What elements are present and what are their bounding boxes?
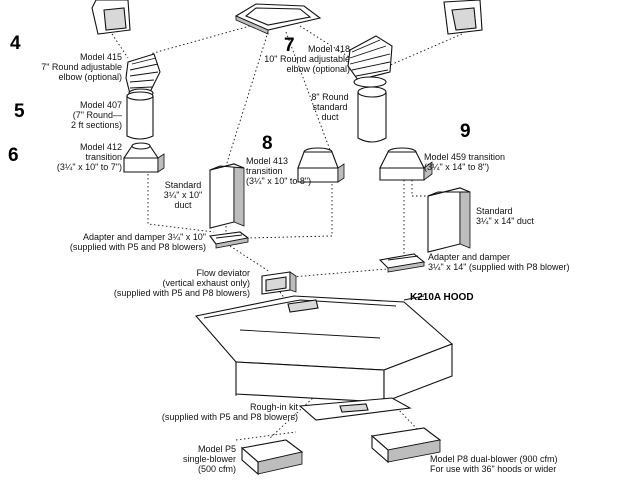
elbow-415 xyxy=(125,53,161,98)
transition-413 xyxy=(297,147,345,183)
duct-8-round xyxy=(357,86,387,143)
transition-412 xyxy=(122,142,165,173)
label-model-413: Model 413 transition (3¼" x 10" to 8") xyxy=(246,156,312,186)
label-flow-deviator: Flow deviator (vertical exhaust only) (s… xyxy=(113,268,250,298)
label-model-418: Model 418 10" Round adjustable elbow (op… xyxy=(264,44,350,74)
label-adapter-damper-10: Adapter and damper 3¼" x 10" (supplied w… xyxy=(69,232,206,252)
adapter-damper-14 xyxy=(378,253,426,273)
label-rough-in-kit: Rough-in kit (supplied with P5 and P8 bl… xyxy=(161,402,298,422)
adapter-damper-10 xyxy=(208,231,250,249)
blower-p5 xyxy=(240,439,304,476)
label-model-412: Model 412 transition (3¼" x 10" to 7") xyxy=(56,142,122,172)
blower-p8 xyxy=(370,427,442,464)
duct-standard-14 xyxy=(427,187,471,253)
label-standard-duct-14: Standard 3¼" x 14" duct xyxy=(476,206,534,226)
roof-cap-center xyxy=(234,3,322,35)
label-model-459: Model 459 transition (3¼" x 14" to 8") xyxy=(424,152,506,172)
duct-407 xyxy=(126,91,154,140)
duct-standard-10 xyxy=(209,163,245,229)
wall-cap-right xyxy=(443,0,483,35)
transition-459 xyxy=(379,147,433,181)
hood-pointer xyxy=(403,295,425,301)
flow-deviator xyxy=(261,271,297,295)
step-number-4: 4 xyxy=(10,33,21,54)
step-number-5: 5 xyxy=(14,101,25,122)
label-hood: K210A HOOD xyxy=(410,292,474,303)
label-model-415: Model 415 7" Round adjustable elbow (opt… xyxy=(41,52,122,82)
label-round-duct-8: 8" Round standard duct xyxy=(311,92,349,122)
hood-k210a xyxy=(194,295,454,403)
label-model-p5: Model P5 single-blower (500 cfm) xyxy=(182,444,236,474)
label-model-407: Model 407 (7" Round— 2 ft sections) xyxy=(70,100,122,130)
step-number-9: 9 xyxy=(460,121,471,142)
step-number-6: 6 xyxy=(8,145,19,166)
step-number-8: 8 xyxy=(262,133,273,154)
rough-in-kit xyxy=(298,397,412,421)
label-model-p8: Model P8 dual-blower (900 cfm) For use w… xyxy=(430,454,558,474)
step-number-7: 7 xyxy=(284,35,295,56)
label-standard-duct-10: Standard 3¼" x 10" duct xyxy=(163,180,203,210)
wall-cap-left xyxy=(91,0,131,35)
label-adapter-damper-14: Adapter and damper 3¼" x 14" (supplied w… xyxy=(428,252,570,272)
elbow-418 xyxy=(347,35,393,88)
